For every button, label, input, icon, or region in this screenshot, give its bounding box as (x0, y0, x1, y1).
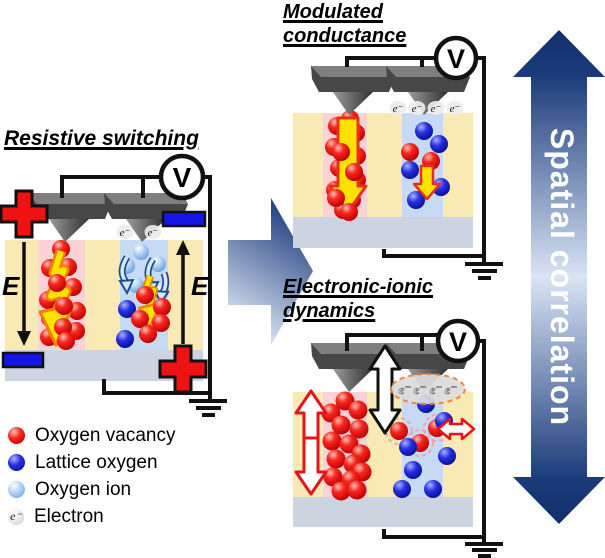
weak-conduction-arrow-icon (412, 164, 442, 201)
e-field-arrow-down-icon (17, 242, 31, 346)
legend-label: Oxygen ion (35, 478, 132, 500)
electron-label: e⁻ (412, 103, 423, 115)
panel-title-electronic-ionic-line2: dynamics (283, 300, 376, 322)
tip-oscillation-arrow-icon (368, 344, 402, 435)
oxygen-ion-sphere-icon (8, 481, 25, 498)
legend-item-electron: e⁻ Electron (8, 505, 175, 528)
electron-icon: e⁻ (8, 508, 24, 525)
electronic-ionic-dynamics-panel: e⁻ e⁻ e⁻ e⁻ V (293, 318, 503, 558)
electron-badge: e⁻ (116, 225, 134, 239)
panel-title-modulated-line2: conductance (283, 25, 407, 47)
panel-title-modulated-line1: Modulated (283, 1, 383, 23)
circuit-wires (345, 56, 486, 264)
oxygen-ion-filament (116, 244, 171, 348)
oxygen-vacancy-filament (38, 240, 86, 350)
voltmeter-icon: V (158, 153, 206, 201)
legend-item-oxygen-vacancy: Oxygen vacancy (8, 424, 175, 447)
voltmeter-label: V (173, 162, 192, 193)
legend-item-lattice-oxygen: Lattice oxygen (8, 451, 175, 474)
ground-icon (465, 262, 503, 280)
minus-electrode-icon (161, 210, 207, 228)
ionic-motion-arrow-down-icon (294, 436, 328, 496)
legend-label: Oxygen vacancy (35, 424, 176, 446)
oscillation-halo-icon (385, 417, 413, 445)
e-field-arrow-up-icon (176, 240, 190, 344)
spatial-correlation-arrow-icon: Spatial correlation (513, 30, 605, 524)
resistive-switching-panel: e⁻ e⁻ V E (0, 153, 227, 417)
electron-label: e⁻ (399, 382, 412, 397)
legend-label: Lattice oxygen (35, 451, 158, 473)
voltmeter-icon: V (435, 318, 481, 364)
transition-arrow-icon (228, 198, 313, 345)
afm-tip-icon (311, 66, 395, 115)
panel-title-electronic-ionic-line1: Electronic-ionic (283, 276, 434, 298)
legend-label: Electron (34, 505, 104, 527)
ground-icon (189, 399, 227, 417)
electron-badge: e⁻ (144, 225, 162, 239)
ionic-motion-arrow-horizontal-icon (436, 417, 476, 441)
electron-label: e⁻ (430, 382, 443, 397)
electron-badge-row: e⁻ e⁻ e⁻ e⁻ (389, 101, 464, 115)
voltmeter-label: V (449, 327, 467, 357)
substrate (293, 217, 473, 248)
electron-cloud: e⁻ e⁻ e⁻ e⁻ (390, 373, 466, 405)
legend-item-oxygen-ion: Oxygen ion (8, 478, 175, 501)
lattice-oxygen-sphere-icon (8, 454, 25, 471)
substrate (293, 497, 473, 527)
oxygen-vacancy-sphere-icon (8, 427, 25, 444)
voltmeter-icon: V (433, 35, 479, 81)
minus-electrode-icon (1, 351, 45, 369)
oxygen-vacancy-cluster (321, 391, 372, 501)
e-field-label: E (2, 271, 20, 301)
lattice-oxygen-region (385, 395, 456, 498)
electron-label: e⁻ (431, 103, 442, 115)
panel-title-resistive-switching: Resistive switching (4, 127, 199, 150)
electron-label: e⁻ (148, 227, 159, 239)
voltmeter-label: V (447, 44, 465, 74)
spatial-correlation-label: Spatial correlation (544, 128, 580, 426)
legend: Oxygen vacancy Lattice oxygen Oxygen ion… (8, 424, 175, 528)
ground-icon (465, 542, 503, 558)
conduction-arrow-icon (328, 116, 368, 214)
electron-label: e⁻ (414, 382, 427, 397)
modulated-conductance-panel: e⁻ e⁻ e⁻ e⁻ V (293, 35, 503, 280)
oxygen-vacancy-filament (325, 110, 368, 221)
electron-label: e⁻ (120, 227, 131, 239)
electron-label: e⁻ (450, 103, 461, 115)
electron-label: e⁻ (393, 103, 404, 115)
electron-label: e⁻ (445, 382, 458, 397)
lattice-oxygen-region (401, 122, 450, 209)
oscillation-halo-icon (406, 429, 434, 457)
e-field-label: E (191, 271, 209, 301)
